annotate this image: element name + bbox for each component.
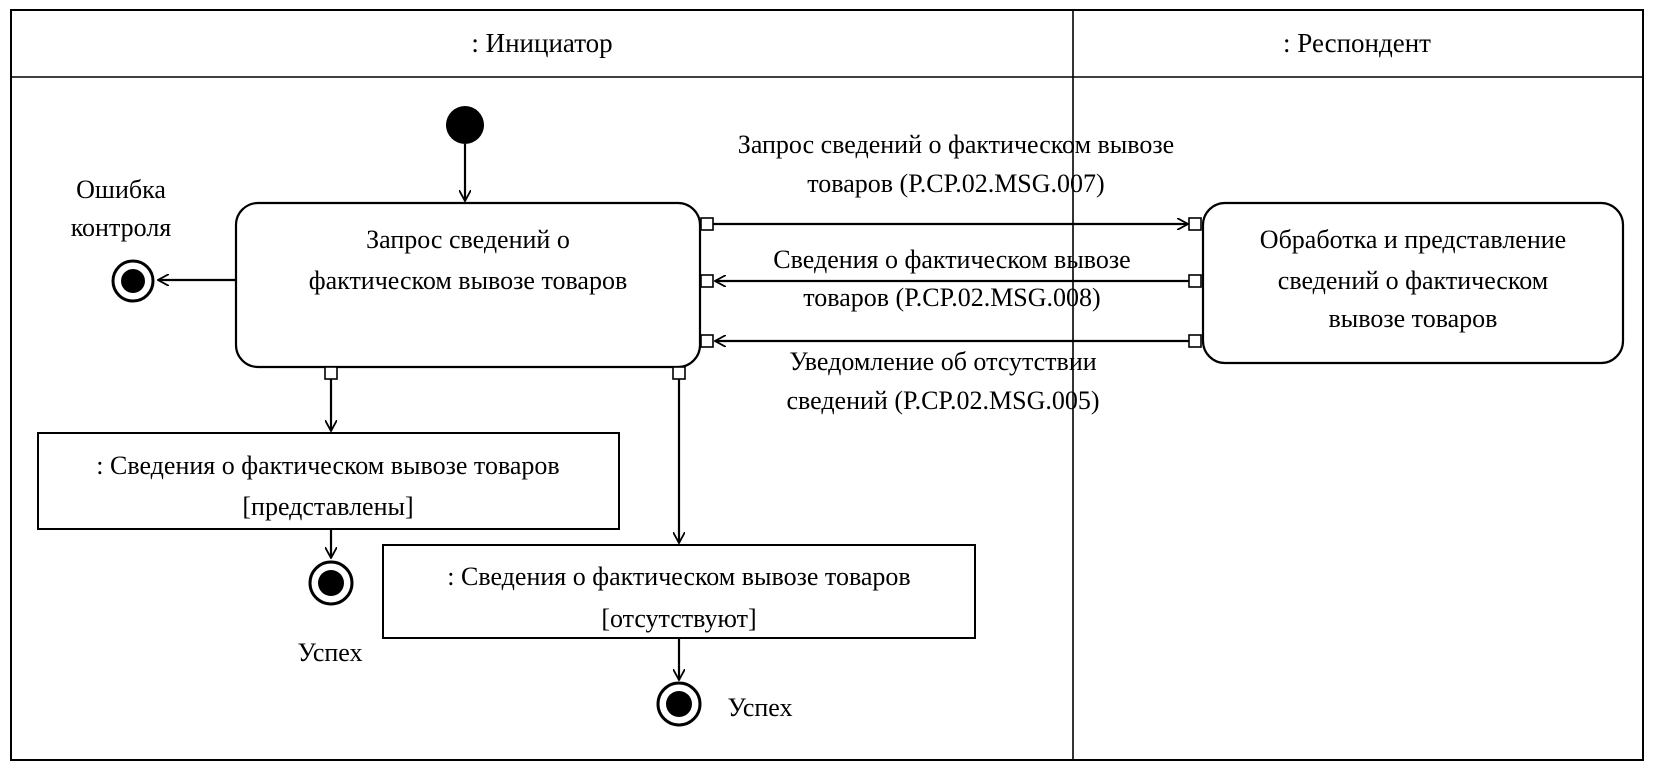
final-node-success-1-dot [318, 570, 344, 596]
object-present-label-1: : Сведения о фактическом вывозе товаров [96, 451, 559, 480]
success-2-label: Успех [728, 693, 793, 722]
error-final-label-2: контроля [71, 213, 172, 242]
final-node-success-2-dot [666, 691, 692, 717]
output-pin-absent [672, 366, 686, 380]
swimlane-respondent-title: : Респондент [1283, 28, 1431, 58]
output-pin-msg-005 [1188, 334, 1202, 348]
msg-008-label-1: Сведения о фактическом вывозе [773, 245, 1130, 274]
output-pin-present [324, 366, 338, 380]
action-process-label-2: сведений о фактическом [1278, 266, 1548, 295]
diagram-frame [10, 9, 1644, 761]
msg-005-label-1: Уведомление об отсутствии [789, 347, 1096, 376]
output-pin-msg-008 [1188, 274, 1202, 288]
action-process-info [1201, 201, 1625, 365]
msg-008-label-2: товаров (P.CP.02.MSG.008) [803, 283, 1100, 312]
object-info-present [37, 432, 620, 530]
input-pin-msg-007 [1188, 217, 1202, 231]
action-process-label-3: вывозе товаров [1329, 304, 1498, 333]
msg-005-label-2: сведений (P.CP.02.MSG.005) [786, 386, 1099, 415]
error-final-label-1: Ошибка [76, 175, 166, 204]
initial-node [446, 106, 484, 144]
output-pin-msg-007 [700, 217, 714, 231]
object-absent-label-1: : Сведения о фактическом вывозе товаров [447, 562, 910, 591]
action-request-label-1: Запрос сведений о [366, 225, 570, 254]
input-pin-msg-008 [700, 274, 714, 288]
msg-007-label-1: Запрос сведений о фактическом вывозе [738, 130, 1174, 159]
action-process-label-1: Обработка и представление [1260, 225, 1566, 254]
msg-007-label-2: товаров (P.CP.02.MSG.007) [807, 169, 1104, 198]
action-request-label-2: фактическом вывозе товаров [309, 266, 627, 295]
input-pin-msg-005 [700, 334, 714, 348]
action-request-info [234, 201, 702, 369]
swimlane-initiator-title: : Инициатор [471, 28, 612, 58]
object-absent-label-2: [отсутствуют] [601, 604, 756, 633]
object-present-label-2: [представлены] [242, 492, 413, 521]
final-node-error-dot [121, 269, 145, 293]
success-1-label: Успех [298, 638, 363, 667]
